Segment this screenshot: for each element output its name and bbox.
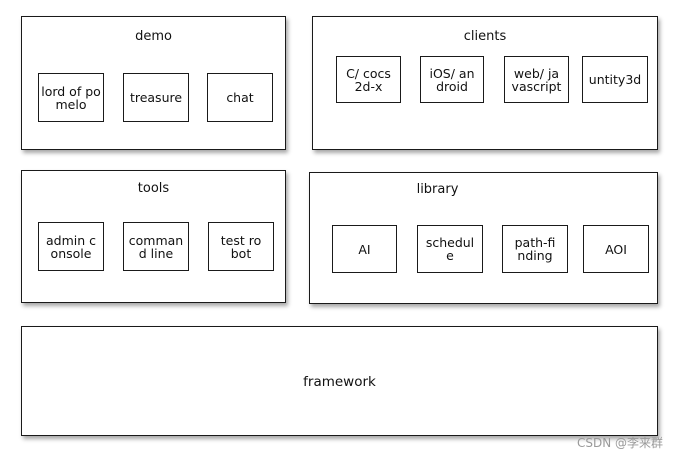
module-label: iOS/ android: [429, 65, 475, 94]
module-label: admin console: [45, 232, 96, 261]
module-schedule: schedule: [417, 225, 483, 273]
module-label: untity3d: [588, 72, 642, 87]
tools-title: tools: [137, 181, 170, 196]
module-label: AOI: [605, 241, 627, 257]
module-label: lord of pomelo: [41, 83, 101, 112]
framework-panel: framework: [21, 326, 658, 436]
module-label: web/ javascript: [511, 65, 562, 94]
module-label: schedule: [425, 235, 475, 263]
module-admin-console: admin console: [38, 222, 104, 271]
module-path-finding: path-finding: [502, 225, 568, 273]
clients-panel: clients C/ cocs2d-x iOS/ android web/ ja…: [312, 16, 658, 150]
demo-panel: demo lord of pomelo treasure chat: [21, 16, 286, 150]
module-cocos2d-x: C/ cocs2d-x: [336, 56, 401, 103]
csdn-watermark: CSDN @李来群: [576, 436, 663, 450]
module-label: treasure: [129, 90, 183, 105]
module-test-robot: test robot: [208, 222, 274, 271]
module-ai: AI: [332, 225, 397, 273]
clients-title: clients: [463, 29, 507, 44]
framework-title: framework: [303, 374, 376, 390]
module-label: command line: [128, 232, 184, 261]
module-unity3d: untity3d: [582, 56, 648, 103]
demo-title: demo: [135, 29, 172, 44]
module-web-javascript: web/ javascript: [504, 56, 569, 103]
module-aoi: AOI: [583, 225, 649, 273]
library-panel: library AI schedule path-finding AOI: [309, 172, 658, 304]
module-label: chat: [226, 90, 254, 105]
module-command-line: command line: [123, 222, 189, 271]
module-label: path-finding: [514, 235, 556, 263]
library-title: library: [416, 182, 459, 197]
module-label: C/ cocs2d-x: [346, 65, 391, 94]
module-chat: chat: [207, 73, 273, 122]
module-lord-of-pomelo: lord of pomelo: [38, 73, 104, 122]
module-label: test robot: [220, 232, 262, 261]
module-ios-android: iOS/ android: [420, 56, 484, 103]
tools-panel: tools admin console command line test ro…: [21, 170, 286, 303]
module-label: AI: [358, 241, 371, 257]
module-treasure: treasure: [123, 73, 189, 122]
